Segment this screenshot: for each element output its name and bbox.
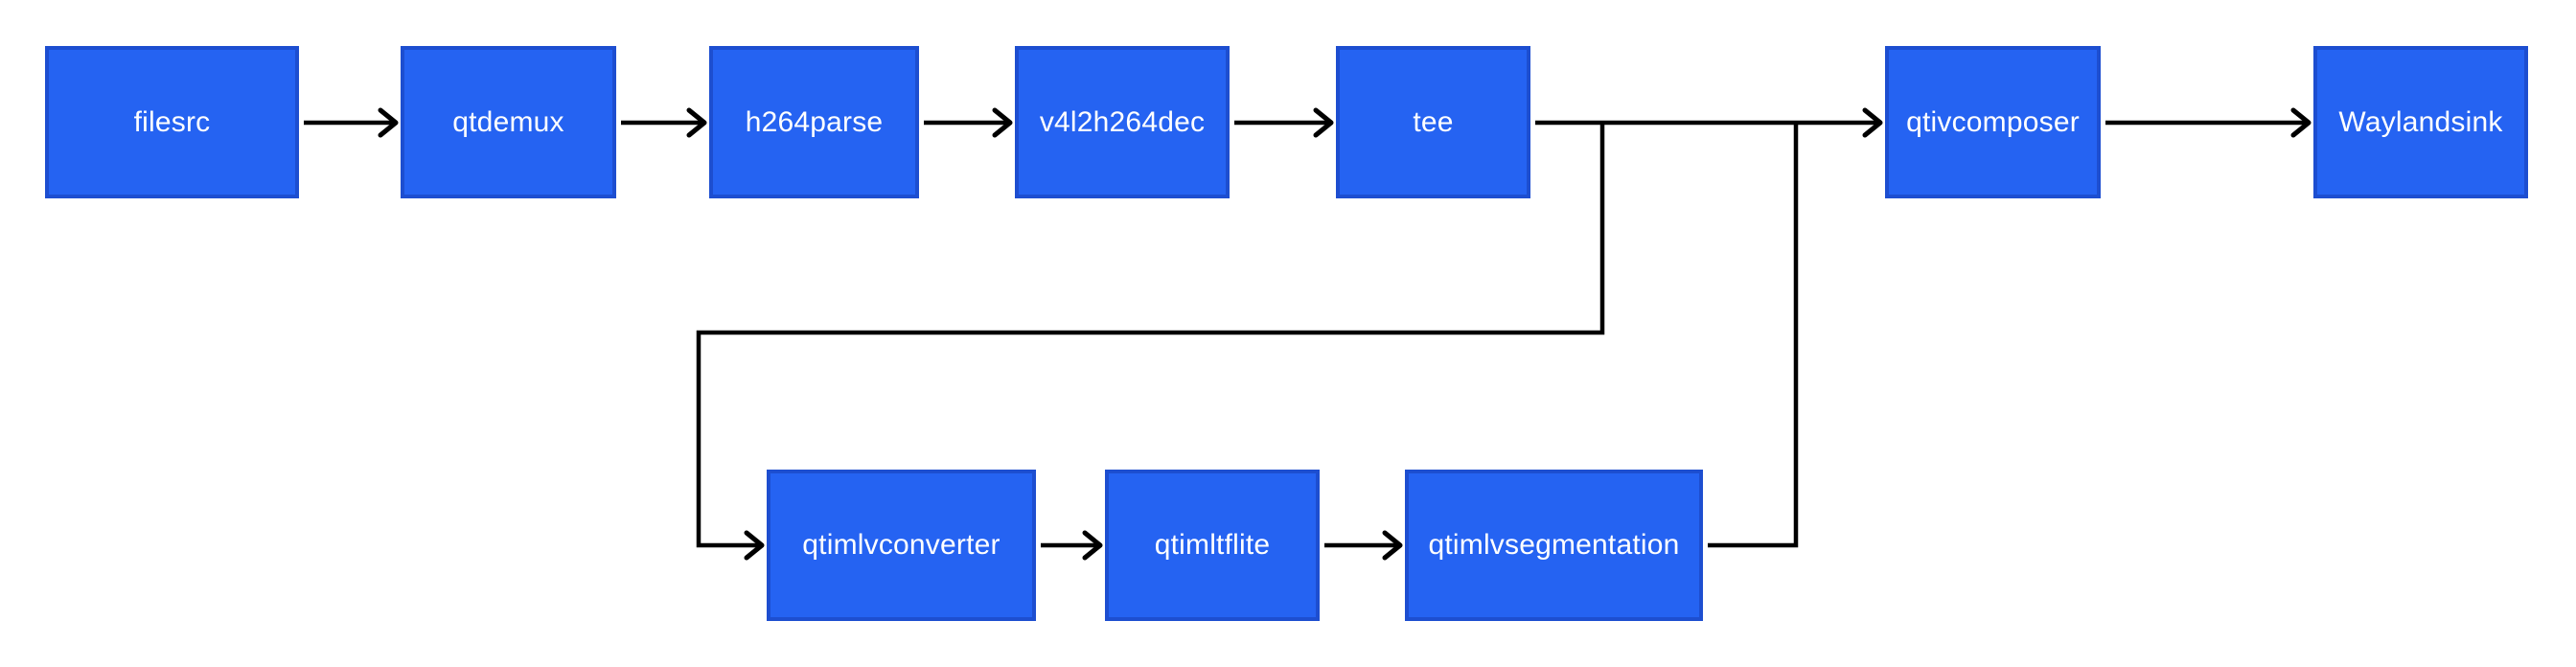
node-qtimlvsegmentation: qtimlvsegmentation [1405,470,1703,621]
node-label: qtimlvconverter [802,529,1000,561]
node-label: filesrc [133,105,211,138]
node-v4l2h264dec: v4l2h264dec [1015,46,1230,198]
node-tee: tee [1336,46,1530,198]
node-label: h264parse [745,105,884,138]
node-label: qtivcomposer [1906,105,2080,138]
node-filesrc: filesrc [45,46,299,198]
node-label: tee [1413,105,1454,138]
node-h264parse: h264parse [709,46,919,198]
node-waylandsink: Waylandsink [2313,46,2528,198]
edge-qtimlvsegmentation-qtivcomposer [1708,123,1799,548]
node-qtdemux: qtdemux [401,46,616,198]
node-qtimlvconverter: qtimlvconverter [767,470,1036,621]
node-label: qtdemux [452,105,564,138]
node-label: qtimlvsegmentation [1428,529,1680,561]
node-label: v4l2h264dec [1039,105,1206,138]
node-qtivcomposer: qtivcomposer [1885,46,2101,198]
edge-tee-qtimlvconverter [696,123,1605,561]
node-label: qtimltflite [1154,529,1271,561]
node-label: Waylandsink [2338,105,2503,138]
node-qtimltflite: qtimltflite [1105,470,1320,621]
